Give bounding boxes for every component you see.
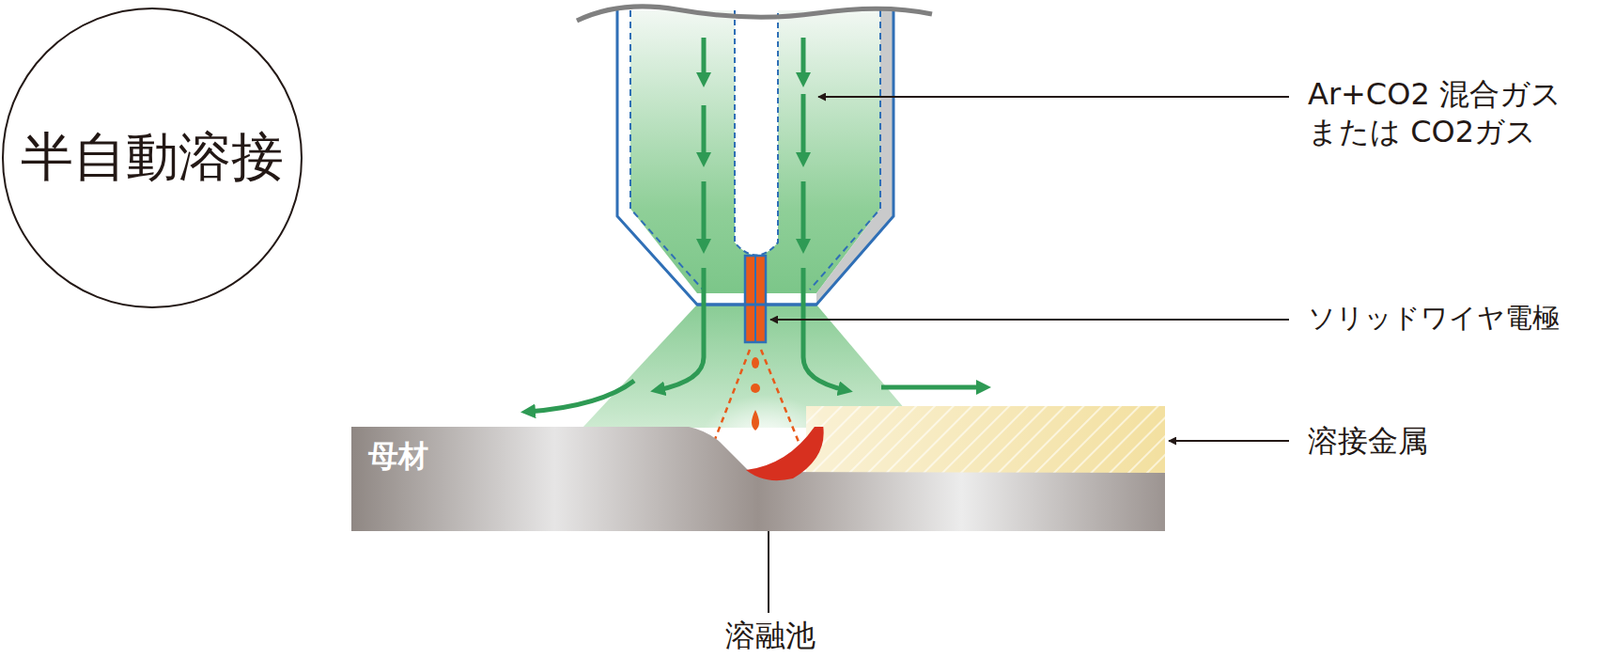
weld-metal-label: 溶接金属: [1307, 421, 1496, 460]
part-name: 母材: [368, 435, 429, 478]
gas-label: Ar+CO2 混合ガス または CO2ガス: [1307, 75, 1595, 151]
base-metal-shape: [351, 426, 1166, 531]
base-metal: 母材: [351, 426, 1166, 531]
title-text: 半自動溶接: [20, 122, 284, 194]
title-circle: 半自動溶接: [1, 7, 303, 309]
electrode-label: ソリッドワイヤ電極: [1307, 300, 1600, 335]
molten-pool-label: 溶融池: [723, 616, 818, 654]
